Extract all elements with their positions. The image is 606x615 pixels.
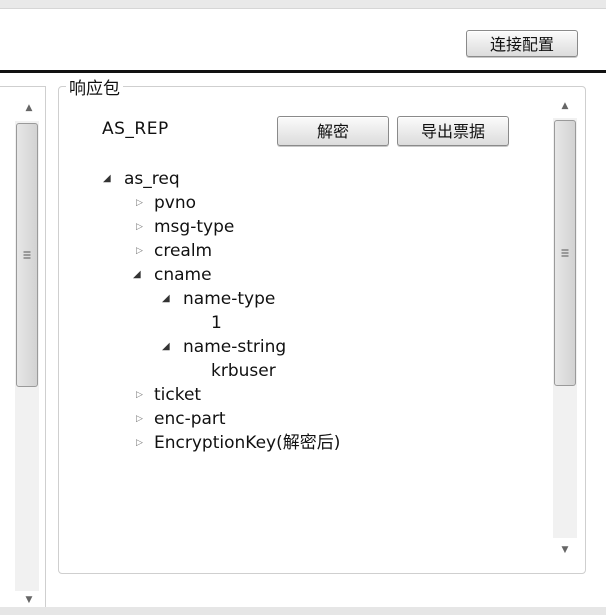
expanded-triangle-icon[interactable]: ◢: [162, 293, 170, 304]
expanded-triangle-icon[interactable]: ◢: [162, 341, 170, 352]
scroll-grip-icon: [561, 248, 569, 259]
tree-node-name-string[interactable]: name-string: [183, 337, 287, 357]
tree-node-msg-type[interactable]: msg-type: [154, 217, 235, 237]
tree-value-name-string[interactable]: krbuser: [211, 361, 276, 381]
scroll-down-arrow-icon[interactable]: ▼: [561, 545, 569, 555]
scroll-up-arrow-icon[interactable]: ▲: [25, 103, 33, 113]
tree-node-pvno[interactable]: pvno: [154, 193, 197, 213]
export-ticket-button[interactable]: 导出票据: [397, 116, 509, 146]
scroll-grip-icon: [23, 250, 31, 261]
decrypt-button[interactable]: 解密: [277, 116, 389, 146]
collapsed-triangle-icon[interactable]: ▷: [136, 246, 143, 256]
expanded-triangle-icon[interactable]: ◢: [133, 269, 141, 280]
left-scrollbar-thumb[interactable]: [16, 123, 38, 387]
tree-node-cname[interactable]: cname: [154, 265, 212, 285]
scroll-up-arrow-icon[interactable]: ▲: [561, 101, 569, 111]
window-top-edge: [0, 0, 606, 9]
collapsed-triangle-icon[interactable]: ▷: [136, 222, 143, 232]
section-divider: [0, 70, 606, 73]
collapsed-triangle-icon[interactable]: ▷: [136, 414, 143, 424]
collapsed-triangle-icon[interactable]: ▷: [136, 390, 143, 400]
tree-node-encryption-key[interactable]: EncryptionKey(解密后): [154, 433, 341, 453]
left-panel: ▲ ▼: [0, 86, 46, 608]
tree-scrollbar-thumb[interactable]: [554, 120, 576, 386]
tree-value-name-type[interactable]: 1: [211, 313, 222, 333]
tree-node-crealm[interactable]: crealm: [154, 241, 213, 261]
expanded-triangle-icon[interactable]: ◢: [103, 173, 111, 184]
scroll-down-arrow-icon[interactable]: ▼: [25, 595, 33, 605]
response-group-title: 响应包: [66, 74, 123, 99]
tree-node-name-type[interactable]: name-type: [183, 289, 276, 309]
response-status-text: AS_REP: [102, 119, 169, 139]
window-bottom-edge: [0, 607, 606, 615]
tree-node-ticket[interactable]: ticket: [154, 385, 202, 405]
response-groupbox: [58, 86, 586, 574]
tree-node-enc-part[interactable]: enc-part: [154, 409, 226, 429]
tree-node-as-req[interactable]: as_req: [124, 169, 180, 189]
collapsed-triangle-icon[interactable]: ▷: [136, 198, 143, 208]
collapsed-triangle-icon[interactable]: ▷: [136, 438, 143, 448]
connect-config-button[interactable]: 连接配置: [466, 30, 578, 57]
